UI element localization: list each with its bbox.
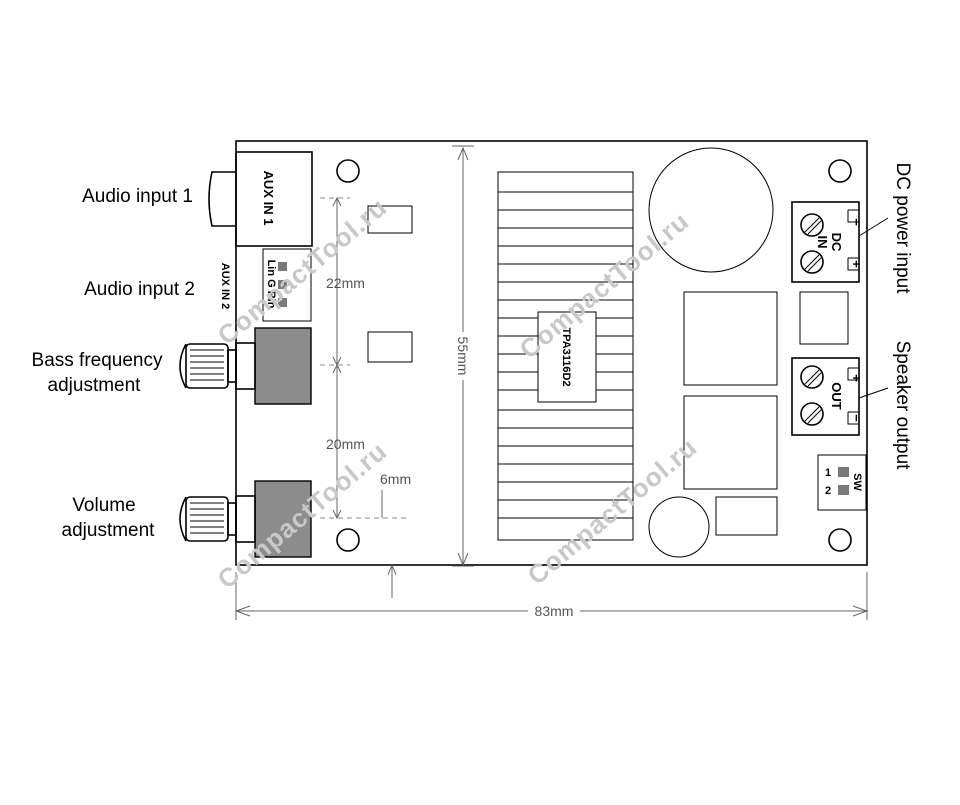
callout-volume-line-1: Volume — [72, 495, 135, 516]
sw-1-label: 1 — [825, 467, 831, 479]
dc-in-label-1: DC — [829, 233, 844, 252]
aux-in-1-label: AUX IN 1 — [261, 171, 276, 226]
dc-in-label-2: IN — [815, 236, 830, 249]
callout-dc-power: DC power input — [892, 163, 913, 295]
dim-83mm: 83mm — [234, 572, 869, 620]
aux-in-2-header: Lin G Rin AUX IN 2 — [219, 248, 312, 322]
capacitor-small — [648, 496, 710, 558]
sw-label: SW — [851, 473, 863, 491]
smd-component-2 — [367, 331, 413, 363]
dim-6mm: 6mm — [380, 471, 411, 487]
bass-potentiometer — [179, 327, 312, 405]
aux-in-2-label: AUX IN 2 — [219, 263, 231, 309]
speaker-leader-line — [858, 387, 889, 399]
callout-bass-line-1: Bass frequency — [32, 350, 163, 371]
mount-hole-br — [828, 528, 852, 552]
dim-22mm: 22mm — [326, 275, 365, 291]
smd-component-1 — [367, 205, 413, 234]
watermark-4: CompactTool.ru — [522, 432, 703, 591]
mount-hole-tl — [336, 159, 360, 183]
capacitor-large — [648, 147, 774, 273]
chip-label: TPA3116D2 — [560, 327, 572, 386]
callout-bass-line-2: adjustment — [48, 375, 142, 396]
watermark-2: CompactTool.ru — [514, 206, 695, 365]
smd-component-3 — [715, 496, 778, 536]
callout-audio-input-1: Audio input 1 — [82, 186, 193, 207]
volume-potentiometer — [179, 480, 312, 558]
mount-hole-tr — [828, 159, 852, 183]
sw-2-label: 2 — [825, 485, 831, 497]
dc-leader-line — [858, 217, 889, 237]
out-terminal: OUT + − — [791, 357, 864, 436]
dim-55mm: 55mm — [452, 145, 474, 567]
out-minus: − — [849, 414, 864, 422]
out-label: OUT — [829, 382, 844, 410]
dc-in-terminal: DC IN − + — [791, 201, 864, 283]
callout-speaker-output: Speaker output — [892, 341, 913, 471]
watermark-3: CompactTool.ru — [212, 436, 393, 595]
callout-volume-line-2: adjustment — [62, 520, 156, 541]
aux-in-2-pins: Lin G Rin — [265, 260, 277, 309]
aux-in-1-jack: AUX IN 1 — [208, 151, 313, 247]
inductor-2 — [683, 395, 778, 490]
callout-audio-input-2: Audio input 2 — [84, 279, 195, 300]
dim-55mm-label: 55mm — [455, 337, 471, 376]
dim-20mm: 20mm — [326, 436, 365, 452]
dim-83mm-label: 83mm — [535, 603, 574, 619]
dc-in-minus: − — [849, 218, 864, 226]
watermark-1: CompactTool.ru — [212, 192, 393, 351]
dim-vertical-left: 22mm 20mm 6mm — [320, 196, 411, 598]
heatsink: TPA3116D2 — [497, 171, 634, 541]
dc-in-plus: + — [849, 260, 864, 268]
inductor-1 — [683, 291, 778, 386]
dip-switch: 1 2 SW — [817, 454, 867, 511]
mount-hole-bl — [336, 528, 360, 552]
smd-component-4 — [799, 291, 849, 345]
out-plus: + — [849, 374, 864, 382]
